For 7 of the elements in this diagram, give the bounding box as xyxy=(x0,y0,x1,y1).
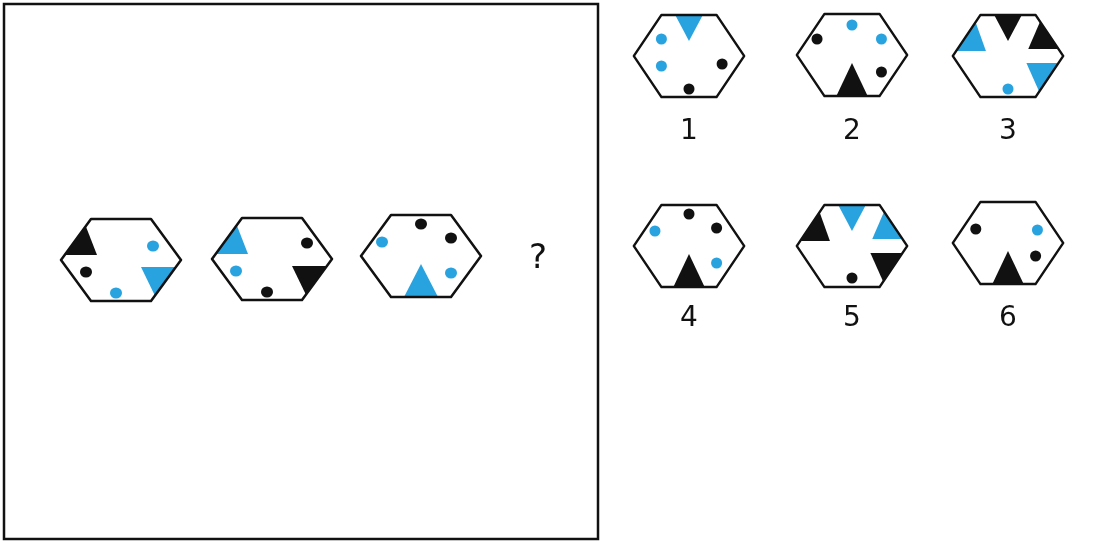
option-number: 2 xyxy=(843,114,861,146)
option-number: 3 xyxy=(999,114,1017,146)
option-number: 4 xyxy=(680,301,698,333)
question-mark: ? xyxy=(529,240,547,272)
option-number: 5 xyxy=(843,301,861,333)
option-number: 6 xyxy=(999,301,1017,333)
option-number: 1 xyxy=(680,114,698,146)
